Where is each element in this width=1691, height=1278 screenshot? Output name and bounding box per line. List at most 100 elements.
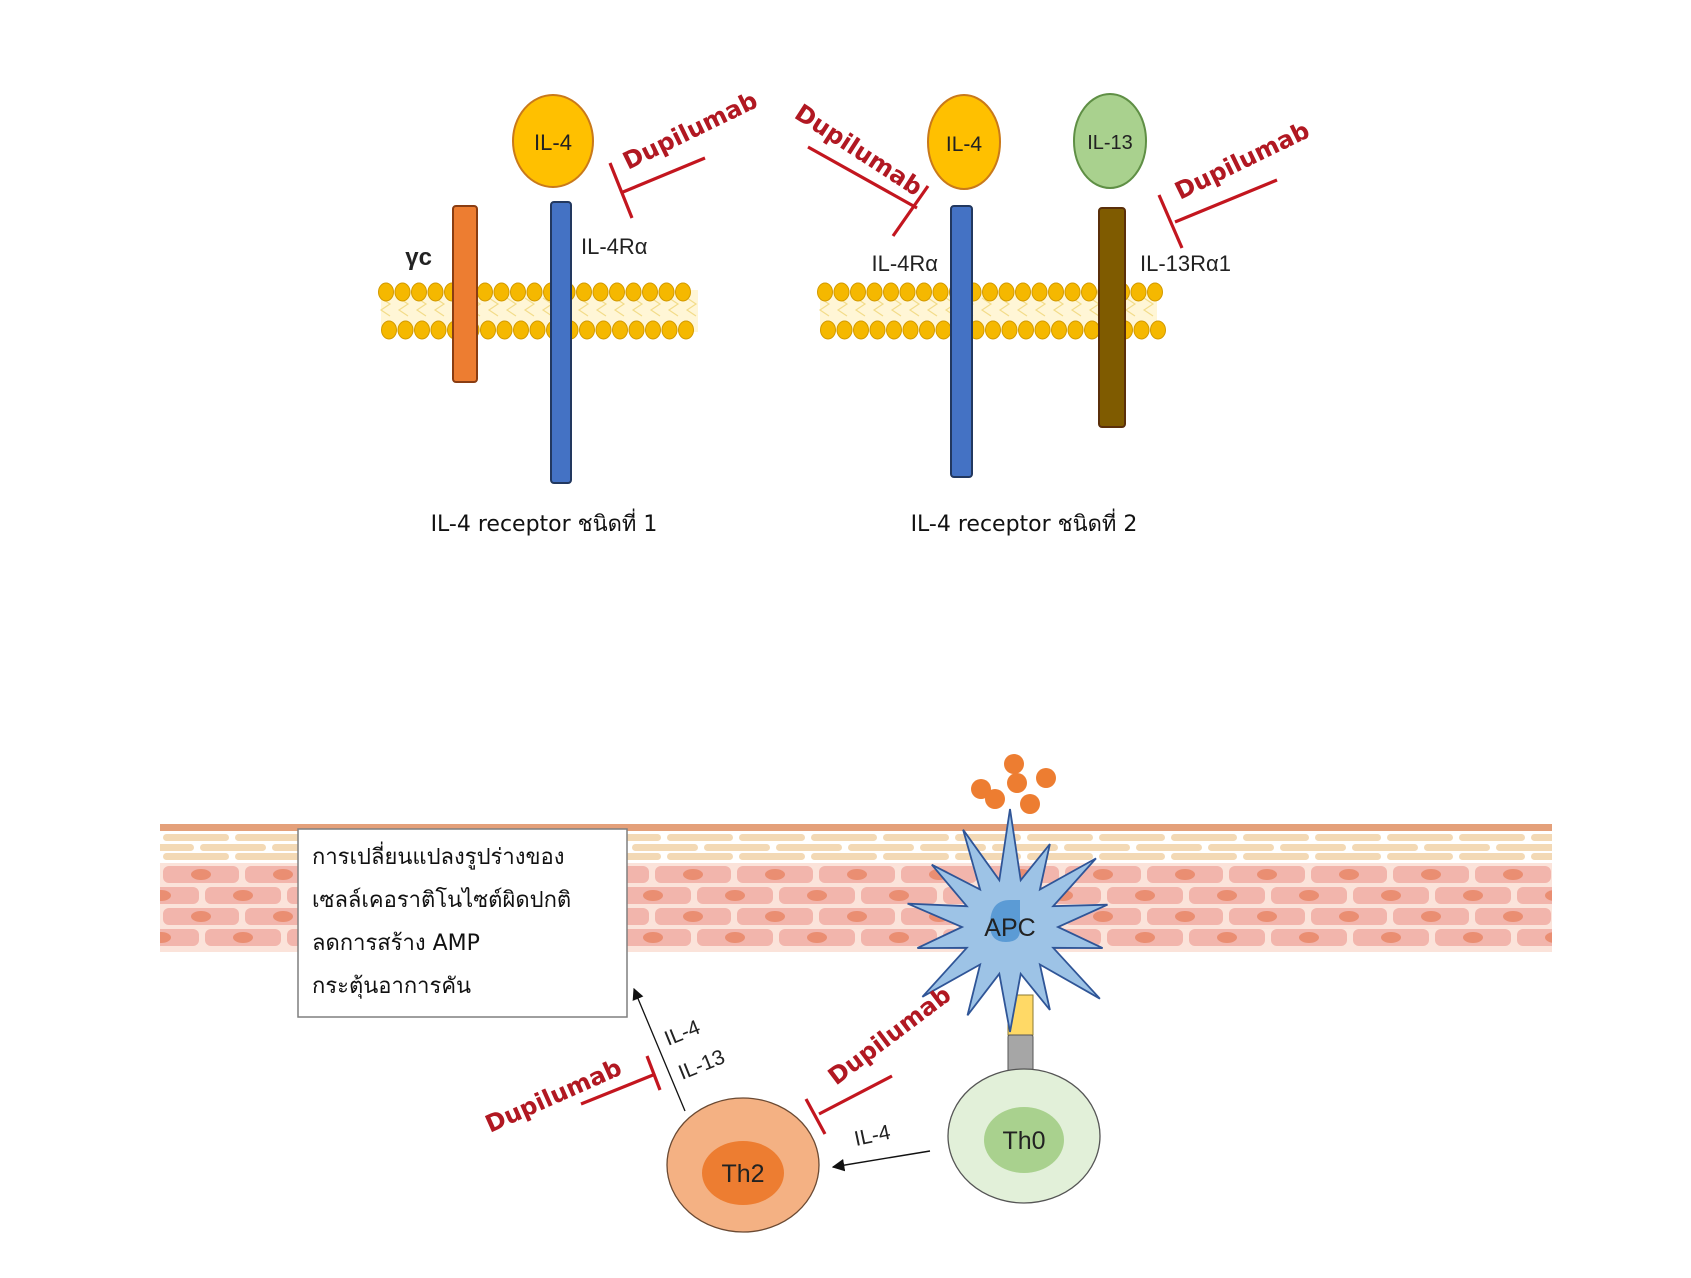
receptor-type2-group: IL-4 IL-13 IL-4Rα IL-13Rα1 Dupilumab Dup… bbox=[790, 93, 1314, 537]
horny-cell bbox=[1027, 834, 1093, 841]
lipid-head bbox=[1015, 282, 1031, 302]
lipid-head bbox=[850, 282, 866, 302]
lipid-head bbox=[1147, 282, 1163, 302]
horny-cell bbox=[667, 834, 733, 841]
gamma-c-chain bbox=[452, 205, 478, 383]
lipid-head bbox=[1031, 282, 1048, 302]
lipid-head bbox=[661, 320, 678, 340]
cytokine-label-il4: IL-4 bbox=[661, 1016, 703, 1051]
il4r-alpha-label-type2: IL-4Rα bbox=[871, 251, 938, 276]
th0-label: Th0 bbox=[1002, 1127, 1045, 1155]
lipid-head bbox=[397, 320, 414, 340]
lipid-head bbox=[1067, 320, 1084, 340]
dupilumab-inhibitor-bottom-left: Dupilumab bbox=[481, 1053, 662, 1138]
il4-ligand-type2-label: IL-4 bbox=[946, 133, 983, 156]
il13r-alpha1-chain bbox=[1098, 207, 1126, 428]
lipid-head bbox=[678, 320, 694, 340]
allergen-particle bbox=[1004, 754, 1024, 774]
lipid-head bbox=[1130, 282, 1147, 302]
lipid-head bbox=[496, 320, 513, 340]
horny-cell bbox=[1136, 844, 1202, 851]
lipid-head bbox=[1051, 320, 1067, 340]
horny-cell bbox=[1315, 853, 1381, 860]
allergen-particle bbox=[985, 789, 1005, 809]
allergen-particles bbox=[971, 754, 1056, 814]
keratinocyte bbox=[160, 929, 199, 946]
lipid-head bbox=[902, 320, 919, 340]
lipid-head bbox=[609, 282, 625, 302]
horny-cell bbox=[1208, 844, 1274, 851]
horny-cell bbox=[163, 834, 229, 841]
horny-cell bbox=[883, 853, 949, 860]
allergen-particle bbox=[1020, 794, 1040, 814]
effect-line-1: การเปลี่ยนแปลงรูปร่างของ bbox=[312, 841, 564, 870]
lipid-head bbox=[526, 282, 543, 302]
lipid-head bbox=[817, 282, 833, 302]
lipid-head bbox=[1133, 320, 1150, 340]
lipid-head bbox=[1084, 320, 1100, 340]
cell-membrane-type1 bbox=[378, 282, 698, 340]
il4-ligand-type2 bbox=[927, 94, 1001, 190]
lipid-head bbox=[394, 282, 411, 302]
lipid-head bbox=[820, 320, 836, 340]
lipid-head bbox=[935, 320, 952, 340]
horny-cell bbox=[160, 844, 194, 851]
horny-cell bbox=[1531, 853, 1552, 860]
horny-cell bbox=[1387, 834, 1453, 841]
horny-cell bbox=[1099, 834, 1165, 841]
lipid-head bbox=[480, 320, 496, 340]
horny-cell bbox=[1424, 844, 1490, 851]
arrow-th0-th2-label: IL-4 bbox=[852, 1121, 892, 1151]
apc-cell: APC bbox=[907, 808, 1108, 1033]
lipid-head bbox=[579, 320, 595, 340]
effect-line-4: กระตุ้นอาการคัน bbox=[312, 974, 471, 999]
lipid-head bbox=[645, 320, 661, 340]
dupilumab-label-bottom-right: Dupilumab bbox=[823, 980, 957, 1090]
horny-cell bbox=[883, 834, 949, 841]
lipid-head bbox=[932, 282, 949, 302]
horny-cell bbox=[1387, 853, 1453, 860]
horny-cell bbox=[1315, 834, 1381, 841]
cytokine-label-il13: IL-13 bbox=[675, 1045, 728, 1084]
lipid-head bbox=[658, 282, 675, 302]
skin-surface bbox=[160, 824, 1552, 831]
lipid-head bbox=[529, 320, 546, 340]
lipid-head bbox=[1150, 320, 1166, 340]
arrow-th0-to-th2: IL-4 bbox=[831, 1121, 931, 1172]
horny-cell bbox=[1459, 834, 1525, 841]
horny-cell bbox=[739, 834, 805, 841]
lipid-head bbox=[642, 282, 658, 302]
keratinocyte bbox=[1517, 887, 1552, 904]
horny-cell bbox=[1064, 844, 1130, 851]
lipid-head bbox=[1048, 282, 1064, 302]
dupilumab-inhibitor-type2-right: Dupilumab bbox=[1157, 116, 1314, 249]
arrow-th2-to-skin: IL-4 IL-13 bbox=[632, 987, 728, 1112]
lipid-head bbox=[998, 282, 1015, 302]
lipid-head bbox=[430, 320, 447, 340]
gamma-c-label: γc bbox=[405, 244, 432, 271]
keratinocyte bbox=[1517, 929, 1552, 946]
receptor-type1-group: IL-4 γc IL-4Rα Dupilumab IL-4 receptor ช… bbox=[378, 86, 762, 537]
horny-cell bbox=[811, 834, 877, 841]
th2-label: Th2 bbox=[721, 1160, 764, 1188]
il4r-alpha-label-type1: IL-4Rα bbox=[581, 234, 648, 259]
lipid-head bbox=[427, 282, 444, 302]
dupilumab-inhibitor-type1: Dupilumab bbox=[608, 86, 762, 219]
lipid-head bbox=[513, 320, 529, 340]
horny-cell bbox=[235, 834, 301, 841]
horny-cell bbox=[1531, 834, 1552, 841]
il13-ligand bbox=[1073, 93, 1147, 189]
horny-cell bbox=[1496, 844, 1552, 851]
horny-cell bbox=[811, 853, 877, 860]
lipid-head bbox=[919, 320, 935, 340]
lipid-head bbox=[1001, 320, 1018, 340]
horny-cell bbox=[1459, 853, 1525, 860]
il4r-alpha-chain-type2 bbox=[950, 205, 973, 478]
lipid-head bbox=[477, 282, 493, 302]
horny-cell bbox=[235, 853, 301, 860]
lipid-head bbox=[493, 282, 510, 302]
lipid-head bbox=[836, 320, 853, 340]
th0-cell: Th0 bbox=[947, 1068, 1101, 1204]
allergen-particle bbox=[1007, 773, 1027, 793]
